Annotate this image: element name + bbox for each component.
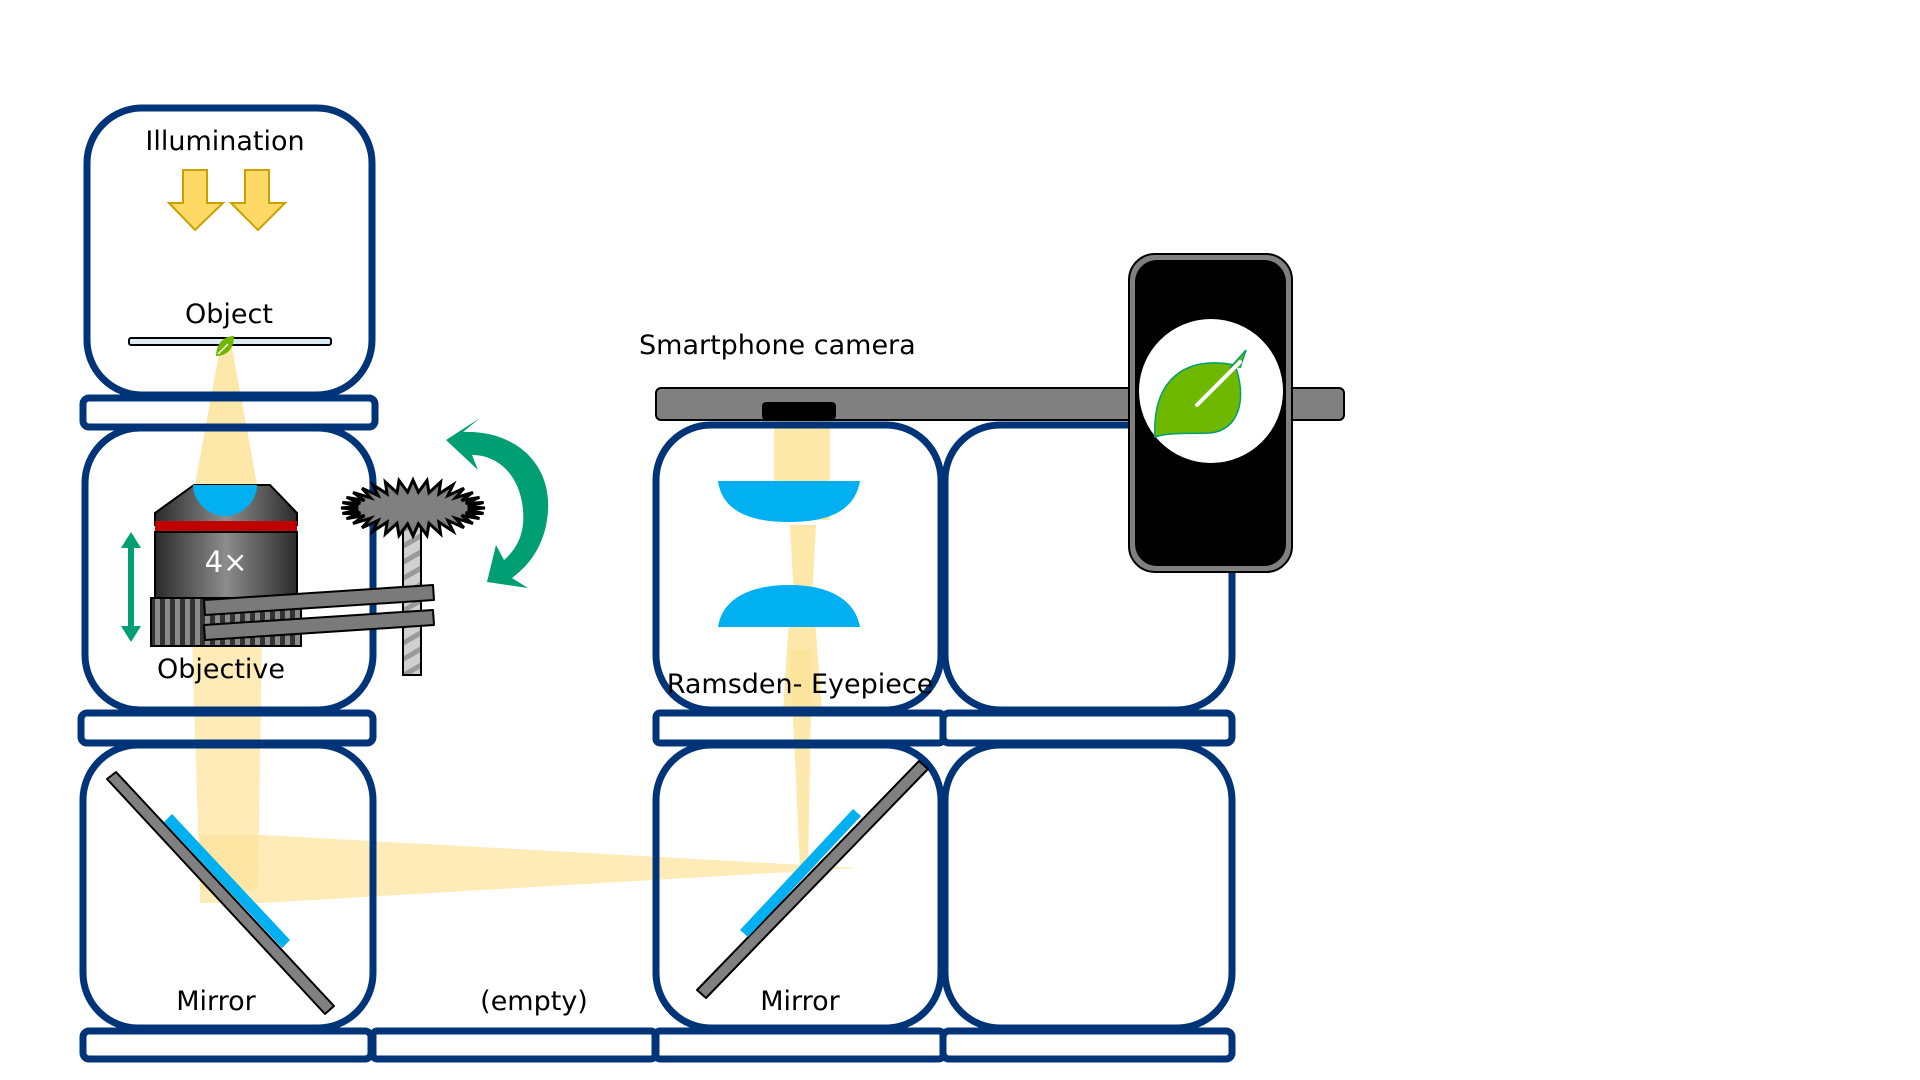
objective-label: Objective bbox=[157, 654, 285, 685]
camera-lens bbox=[762, 402, 836, 420]
focus-rod bbox=[203, 584, 435, 641]
leaf-icon bbox=[216, 336, 234, 356]
base-plate bbox=[939, 1027, 1236, 1063]
magnification-label: 4× bbox=[205, 545, 248, 579]
empty-label: (empty) bbox=[480, 986, 588, 1017]
rotate-arrow-icon bbox=[446, 418, 549, 588]
mirror-right bbox=[696, 760, 929, 999]
base-plate-empty bbox=[369, 1027, 659, 1063]
beam-horizontal bbox=[200, 835, 858, 903]
module-grid bbox=[77, 104, 1236, 1063]
eye-lens bbox=[718, 481, 860, 522]
beam-objective-to-mirror bbox=[192, 640, 262, 890]
focus-knob bbox=[340, 476, 486, 540]
object-label: Object bbox=[185, 299, 273, 330]
leaf-icon bbox=[1154, 349, 1247, 439]
mirror-right-label: Mirror bbox=[760, 986, 840, 1017]
connector-plate bbox=[939, 709, 1236, 747]
base-plate bbox=[652, 1027, 947, 1063]
down-arrow-icon bbox=[166, 169, 226, 232]
mirror-left bbox=[106, 771, 335, 1015]
beam-eyepiece-mid bbox=[790, 525, 816, 600]
eyepiece-lenses bbox=[718, 481, 860, 627]
beam-object-to-objective bbox=[194, 348, 258, 490]
down-arrow-icon bbox=[228, 169, 288, 232]
beam-eyepiece-lower bbox=[783, 620, 822, 710]
smartphone-label: Smartphone camera bbox=[639, 330, 916, 361]
up-down-arrow-icon bbox=[121, 532, 141, 642]
module-empty-lower bbox=[941, 741, 1236, 1032]
eyepiece-label: Ramsden- Eyepiece bbox=[667, 669, 934, 700]
mirror-left-label: Mirror bbox=[176, 986, 256, 1017]
smartphone bbox=[1128, 253, 1293, 573]
base-plate bbox=[79, 1027, 375, 1063]
field-lens bbox=[718, 585, 860, 627]
illumination-label: Illumination bbox=[145, 126, 304, 157]
